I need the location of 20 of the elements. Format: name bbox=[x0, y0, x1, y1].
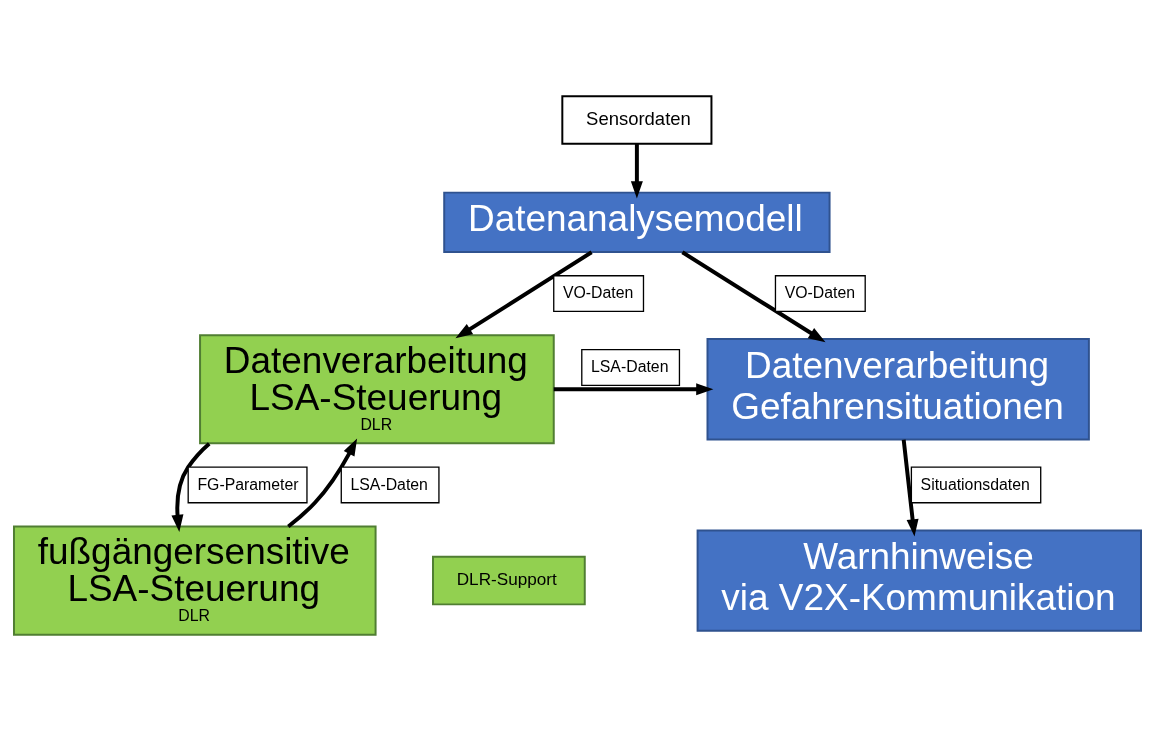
edge-label: FG-Parameter bbox=[197, 475, 299, 493]
arrow bbox=[901, 439, 919, 537]
arrow bbox=[171, 442, 211, 532]
edge-label: LSA-Daten bbox=[350, 475, 428, 493]
arrow bbox=[455, 250, 593, 339]
edge-label: VO-Daten bbox=[562, 284, 634, 302]
node-box: Datenverarbeitung Gefahrensituationen bbox=[706, 338, 1090, 441]
edge-label: Situationsdaten bbox=[920, 475, 1030, 493]
arrow bbox=[287, 438, 358, 529]
arrow bbox=[681, 250, 826, 343]
arrow bbox=[553, 383, 714, 396]
node-box: Warnhinweise via V2X-Kommunikation bbox=[696, 529, 1142, 632]
arrow bbox=[630, 143, 643, 199]
node-box: DLR-Support bbox=[432, 555, 586, 606]
node-box: Datenanalysemodell bbox=[443, 191, 831, 253]
node-box: Datenverarbeitung LSA-Steuerung DLR bbox=[199, 334, 555, 445]
edge-label: VO-Daten bbox=[784, 284, 856, 302]
node-box: Sensordaten bbox=[561, 95, 713, 145]
node-box: fußgängersensitive LSA-Steuerung DLR bbox=[13, 525, 377, 636]
edge-label: LSA-Daten bbox=[591, 358, 669, 376]
